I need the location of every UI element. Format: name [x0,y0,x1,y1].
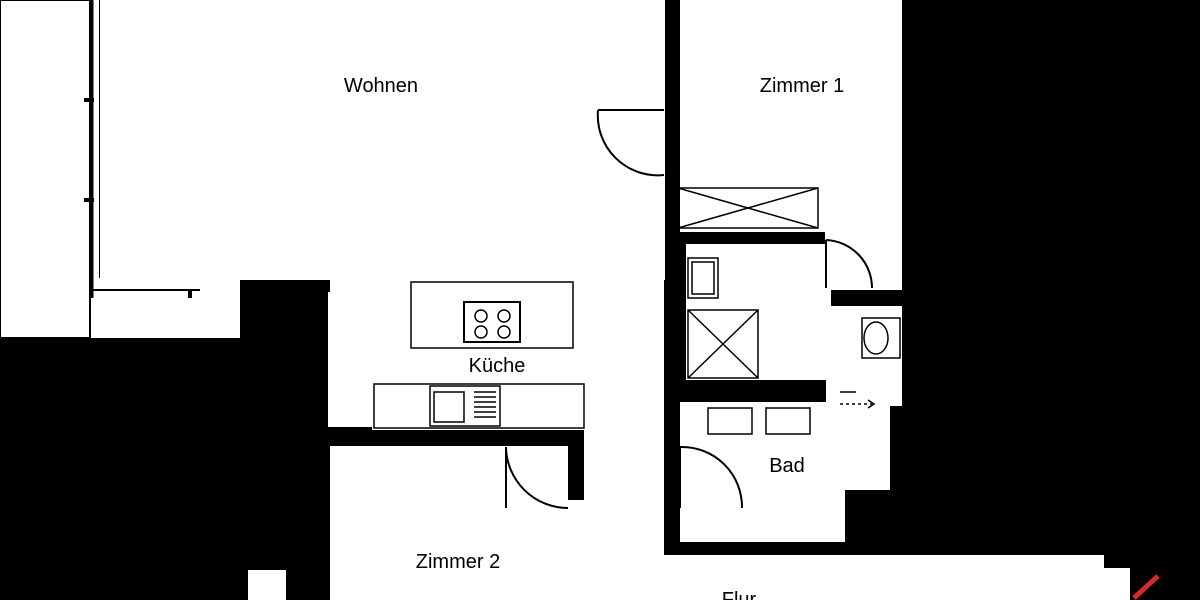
room-zimmer1 [680,0,902,290]
label-flur: Flur [722,589,757,600]
room-flur [584,555,1104,600]
room-kueche [328,100,664,600]
door-bad [679,445,744,509]
room-bad [680,244,902,542]
label-wohnen: Wohnen [344,75,418,97]
room-zimmer2 [330,446,568,600]
door-zimmer2 [505,446,569,509]
toilet-icon [861,317,901,359]
washbasin-small-icon [687,257,719,299]
washbasin-left-icon [707,407,753,435]
entrance-arrow-icon [1132,574,1160,600]
entrance-area [1030,568,1130,600]
kitchen-island [410,281,574,349]
label-kueche: Küche [469,355,526,377]
shower-icon [687,309,759,379]
washbasin-right-icon [765,407,811,435]
door-zimmer1-bad [825,239,874,289]
cooktop-icon [463,301,521,343]
label-zimmer1: Zimmer 1 [760,75,844,97]
label-zimmer2: Zimmer 2 [416,551,500,573]
sink-icon [429,385,501,427]
bathroom-fixtures [687,257,901,435]
kitchen-counter [373,383,585,429]
window-lower-left [248,570,286,600]
label-bad: Bad [769,455,805,477]
wardrobe [677,187,819,229]
door-wohnen-zimmer1 [596,109,665,177]
